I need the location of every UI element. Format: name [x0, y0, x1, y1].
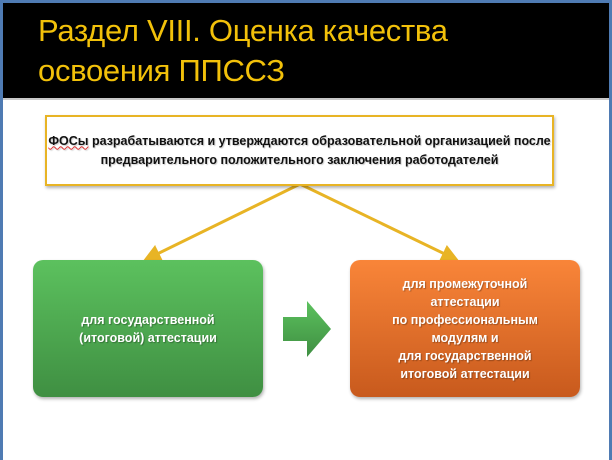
slide: Раздел VIII. Оценка качества освоения ПП… — [3, 3, 609, 460]
right-arrow-icon — [283, 301, 331, 357]
connector-arrows — [142, 182, 460, 357]
slide-header: Раздел VIII. Оценка качества освоения ПП… — [3, 3, 609, 100]
right-box-line: для промежуточной — [402, 276, 528, 291]
right-box-line: для государственной — [398, 348, 532, 363]
fos-info-box: ФОСы разрабатываются и утверждаются обра… — [45, 115, 554, 186]
right-box-line: модулям и — [431, 330, 499, 345]
fos-text: разрабатываются и утверждаются образоват… — [88, 133, 551, 167]
arrow-to-left-box — [142, 182, 301, 262]
fos-term: ФОСы — [48, 133, 89, 148]
title-line-1: Раздел VIII. Оценка качества — [38, 13, 448, 48]
arrow-to-right-box — [299, 182, 460, 262]
intermediate-attestation-box: для промежуточной аттестации по професси… — [350, 260, 580, 397]
right-box-line: итоговой аттестации — [400, 366, 530, 381]
state-attestation-box: для государственной (итоговой) аттестаци… — [33, 260, 263, 397]
title-line-2: освоения ППССЗ — [38, 53, 285, 88]
right-box-line: по профессиональным — [392, 312, 538, 327]
slide-title: Раздел VIII. Оценка качества освоения ПП… — [38, 11, 448, 91]
right-box-line: аттестации — [430, 294, 500, 309]
state-attestation-text: для государственной (итоговой) аттестаци… — [79, 312, 217, 345]
